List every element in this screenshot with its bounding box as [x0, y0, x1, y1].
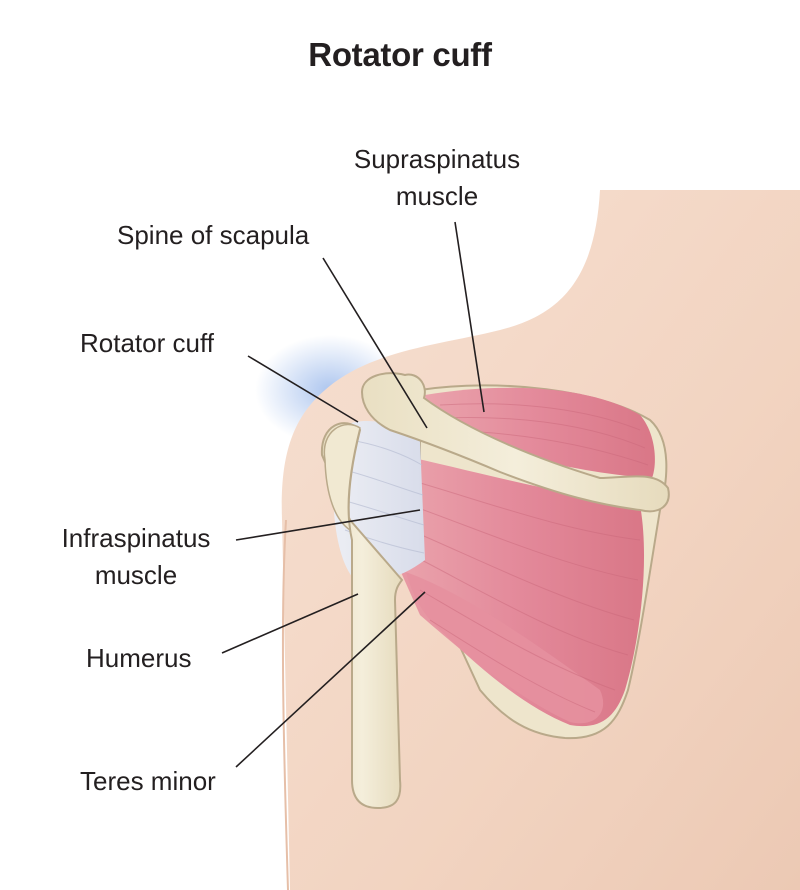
humerus-head	[323, 423, 361, 532]
leader-lines	[221, 221, 485, 768]
label-supraspinatus-line1: Supraspinatus	[353, 144, 521, 174]
label-rotator-cuff: Rotator cuff	[80, 328, 214, 358]
leader-teres-minor	[235, 591, 426, 768]
label-infraspinatus-line2: muscle	[94, 560, 178, 590]
label-teres-minor: Teres minor	[80, 766, 216, 796]
leader-humerus	[221, 593, 359, 654]
leader-rotator-cuff	[247, 355, 359, 423]
scapular-spine	[360, 372, 670, 513]
diagram-title: Rotator cuff	[308, 36, 492, 73]
arm-contour	[281, 519, 289, 890]
supraspinatus-muscle	[425, 387, 655, 478]
label-infraspinatus: Infraspinatus muscle	[46, 520, 226, 594]
teres-minor-muscle	[400, 570, 604, 724]
label-spine-of-scapula: Spine of scapula	[117, 220, 310, 250]
label-humerus: Humerus	[86, 643, 192, 673]
leader-supraspinatus	[454, 221, 485, 413]
leader-infraspinatus	[235, 509, 421, 541]
label-supraspinatus: Supraspinatus muscle	[332, 141, 542, 215]
leader-spine-of-scapula	[322, 257, 428, 429]
label-infraspinatus-line1: Infraspinatus	[61, 523, 211, 553]
infraspinatus-muscle	[397, 455, 645, 727]
label-supraspinatus-line2: muscle	[395, 181, 479, 211]
